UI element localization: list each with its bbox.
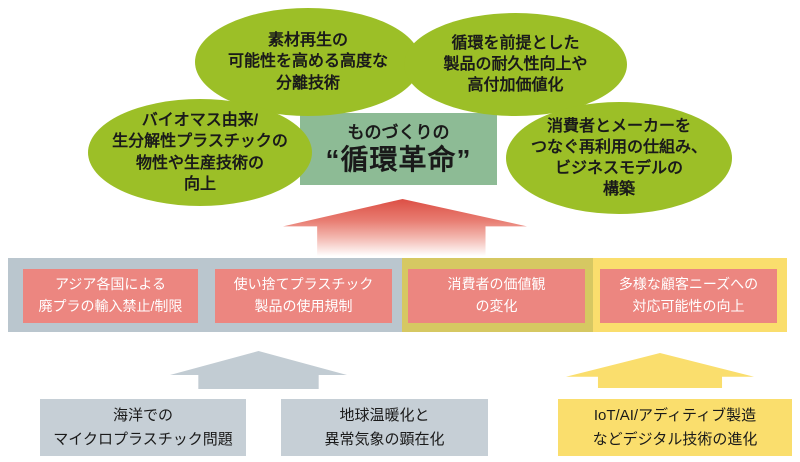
goal-subtitle: ものづくりの [347,122,450,142]
enabler-label: 消費者とメーカーを つなぐ再利用の仕組み、 ビジネスモデルの 構築 [530,117,707,199]
root-box-global-warming: 地球温暖化と 異常気象の顕在化 [281,399,488,456]
root-box-microplastics: 海洋での マイクロプラスチック問題 [40,399,246,456]
driver-box-single-use-regulation: 使い捨てプラスチック 製品の使用規制 [215,269,392,323]
enabler-ellipse-durability: 循環を前提とした 製品の耐久性向上や 高付加価値化 [404,13,627,116]
root-label: 地球温暖化と 異常気象の顕在化 [324,407,445,448]
enabler-label: 循環を前提とした 製品の耐久性向上や 高付加価値化 [443,34,588,95]
enabler-ellipse-separation-tech: 素材再生の 可能性を高める高度な 分離技術 [195,8,421,116]
goal-box: ものづくりの “循環革命” [300,113,497,185]
driver-box-asia-import-ban: アジア各国による 廃プラの輸入禁止/制限 [23,269,198,323]
up-arrow-environment-icon [170,351,347,389]
enabler-ellipse-biomass: バイオマス由来/ 生分解性プラスチックの 物性や生産技術の 向上 [88,99,312,206]
up-arrow-main-icon [283,199,527,256]
driver-box-consumer-values: 消費者の価値観 の変化 [408,269,585,323]
root-label: 海洋での マイクロプラスチック問題 [53,407,233,448]
driver-label: アジア各国による 廃プラの輸入禁止/制限 [38,276,183,314]
goal-title: “循環革命” [325,143,472,175]
up-arrow-digital-icon [566,353,754,388]
driver-label: 使い捨てプラスチック 製品の使用規制 [233,276,374,314]
enabler-label: バイオマス由来/ 生分解性プラスチックの 物性や生産技術の 向上 [112,112,288,193]
enabler-label: 素材再生の 可能性を高める高度な 分離技術 [227,32,388,92]
enabler-ellipse-business-model: 消費者とメーカーを つなぐ再利用の仕組み、 ビジネスモデルの 構築 [506,102,732,214]
root-label: IoT/AI/アディティブ製造 などデジタル技術の進化 [592,407,758,448]
driver-box-diverse-needs: 多様な顧客ニーズへの 対応可能性の向上 [600,269,777,323]
root-box-digital-tech: IoT/AI/アディティブ製造 などデジタル技術の進化 [558,399,792,456]
driver-label: 多様な顧客ニーズへの 対応可能性の向上 [618,276,759,314]
driver-label: 消費者の価値観 の変化 [447,276,546,314]
